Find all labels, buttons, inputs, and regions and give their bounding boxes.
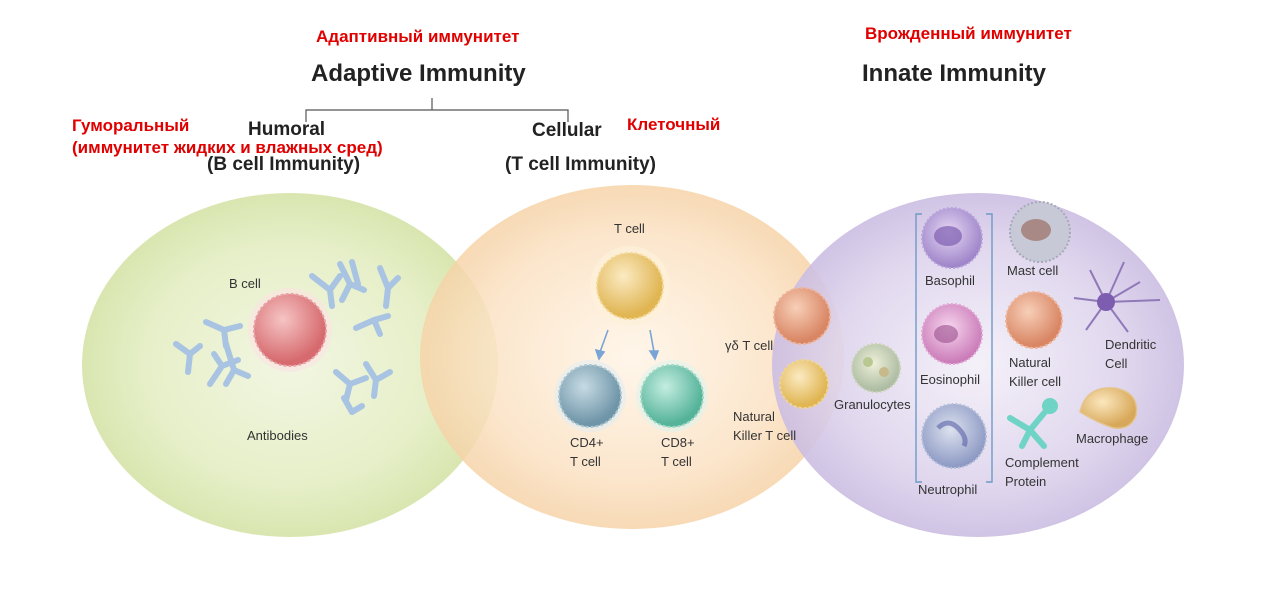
nk-label: Natural: [1009, 355, 1051, 370]
granulocytes-label: Granulocytes: [834, 397, 911, 412]
complement-protein-icon: [1007, 398, 1058, 449]
dendritic-cell-icon: [1073, 261, 1161, 333]
cd4-sublabel: T cell: [570, 454, 601, 469]
complement-label: Complement: [1005, 455, 1079, 470]
antibodies-label: Antibodies: [247, 428, 308, 443]
antibodies-icon: [173, 259, 401, 415]
macrophage-icon: [1079, 387, 1138, 429]
gd-t-cell-icon: [773, 287, 831, 345]
cd8-sublabel: T cell: [661, 454, 692, 469]
neutrophil-icon: [921, 403, 987, 469]
humoral-russian-label: Гуморальный: [72, 116, 190, 135]
complement-sublabel: Protein: [1005, 474, 1047, 489]
adaptive-russian-label: Адаптивный иммунитет: [316, 27, 520, 46]
t-cell-icon: [590, 246, 670, 326]
b-cell-icon: [248, 288, 332, 372]
cd4-label: CD4+: [570, 435, 604, 450]
basophil-label: Basophil: [925, 273, 975, 288]
nkt-sublabel: Killer T cell: [733, 428, 797, 443]
differentiation-arrows: [594, 329, 660, 361]
adaptive-bracket: [305, 98, 569, 122]
cellular-russian-label: Клеточный: [627, 115, 721, 134]
innate-russian-label: Врожденный иммунитет: [865, 24, 1072, 43]
neutrophil-label: Neutrophil: [918, 482, 978, 497]
dendritic-label: Dendritic: [1105, 337, 1157, 352]
mast-cell-label: Mast cell: [1007, 263, 1059, 278]
eosinophil-label: Eosinophil: [920, 372, 980, 387]
humoral-heading: Humoral: [248, 119, 326, 140]
basophil-icon: [921, 207, 983, 269]
humoral-russian-sublabel: (иммунитет жидких и влажных сред): [72, 138, 383, 157]
humoral-subheading: (B cell Immunity): [207, 154, 361, 175]
cd8-t-cell-icon: [636, 360, 708, 432]
innate-zone: [772, 193, 1184, 537]
nkt-cell-icon: [779, 359, 829, 409]
mast-cell-icon: [1009, 201, 1071, 263]
macrophage-label: Macrophage: [1076, 431, 1149, 446]
t-cell-label: T cell: [614, 221, 645, 236]
granulocyte-bracket: [915, 213, 993, 483]
granulocytes-icon: [851, 343, 901, 393]
cd8-label: CD8+: [661, 435, 695, 450]
nk-sublabel: Killer cell: [1009, 374, 1062, 389]
nkt-label: Natural: [733, 409, 775, 424]
b-cell-label: B cell: [229, 276, 261, 291]
adaptive-heading: Adaptive Immunity: [311, 60, 526, 87]
gd-t-cell-label: γδ T cell: [725, 338, 774, 353]
cellular-subheading: (T cell Immunity): [505, 154, 656, 175]
dendritic-sublabel: Cell: [1105, 356, 1128, 371]
cellular-zone: [420, 185, 844, 529]
cd4-t-cell-icon: [554, 360, 626, 432]
cellular-heading: Cellular: [532, 120, 602, 141]
nk-cell-icon: [1005, 291, 1063, 349]
innate-heading: Innate Immunity: [862, 60, 1047, 87]
eosinophil-icon: [921, 303, 983, 365]
